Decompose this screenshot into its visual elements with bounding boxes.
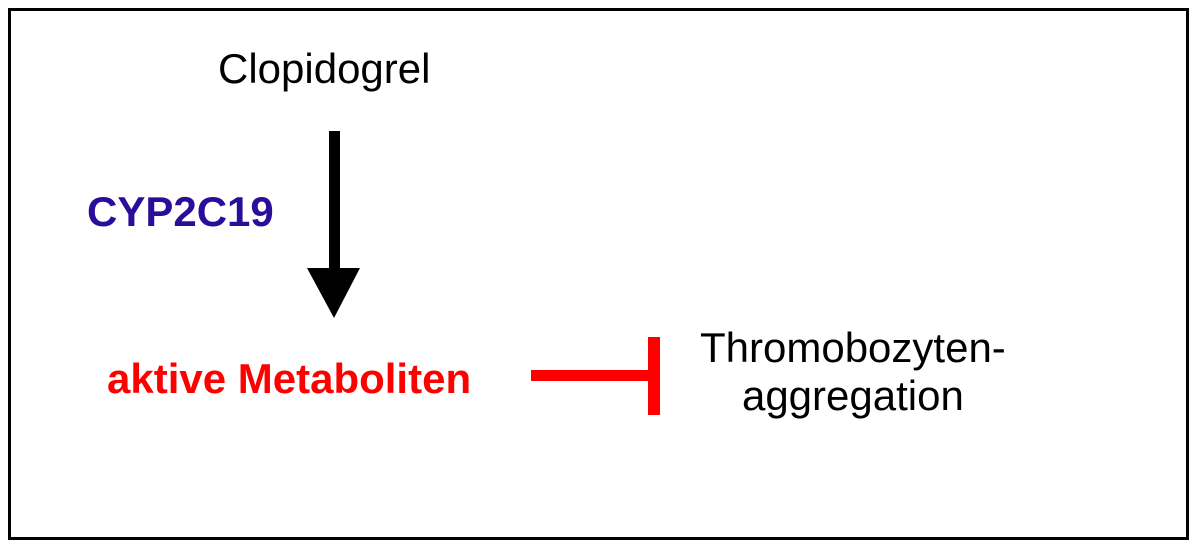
metabolite-label: aktive Metaboliten [107, 355, 472, 402]
conversion-arrow [307, 131, 360, 318]
enzyme-label: CYP2C19 [87, 188, 274, 235]
inhibition-bar [648, 337, 660, 415]
target-label: Thromobozyten- aggregation [700, 324, 1006, 420]
inhibition-connector [531, 337, 660, 415]
conversion-arrow-shaft [329, 131, 340, 271]
diagram-frame [8, 8, 1189, 540]
inhibition-line [531, 370, 656, 381]
substrate-label: Clopidogrel [218, 45, 431, 92]
conversion-arrow-head [307, 268, 360, 318]
target-label-line-2: aggregation [741, 371, 964, 419]
target-label-line-1: Thromobozyten- [700, 324, 1006, 371]
